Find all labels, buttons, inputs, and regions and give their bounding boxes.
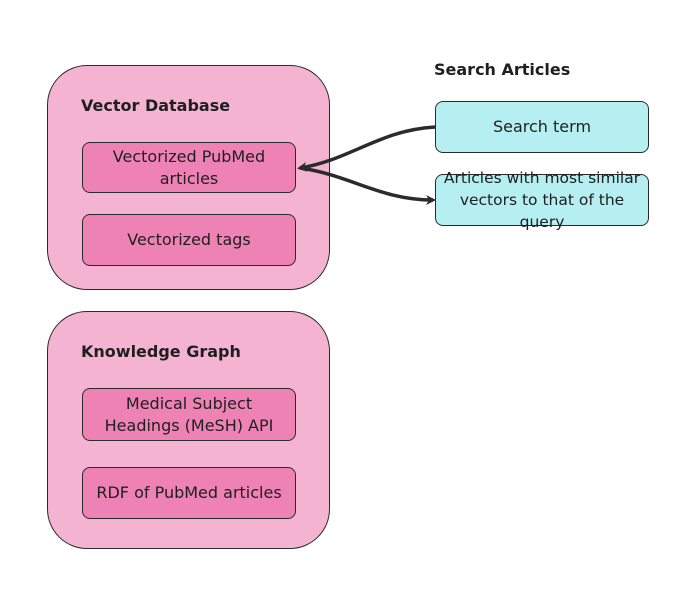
search-articles-title: Search Articles <box>434 60 571 79</box>
similar-articles-box: Articles with most similar vectors to th… <box>435 169 649 231</box>
vectorized-tags-box: Vectorized tags <box>82 214 296 266</box>
mesh-api-box: Medical Subject Headings (MeSH) API <box>82 388 296 441</box>
vectors-to-results-arrow <box>299 166 436 205</box>
knowledge-graph-title: Knowledge Graph <box>81 342 241 361</box>
query-to-vectors-arrow <box>297 125 436 172</box>
vectorized-pubmed-articles-box: Vectorized PubMed articles <box>82 142 296 193</box>
rdf-pubmed-articles-box: RDF of PubMed articles <box>82 467 296 519</box>
search-term-box: Search term <box>435 101 649 153</box>
vector-database-title: Vector Database <box>81 96 231 115</box>
